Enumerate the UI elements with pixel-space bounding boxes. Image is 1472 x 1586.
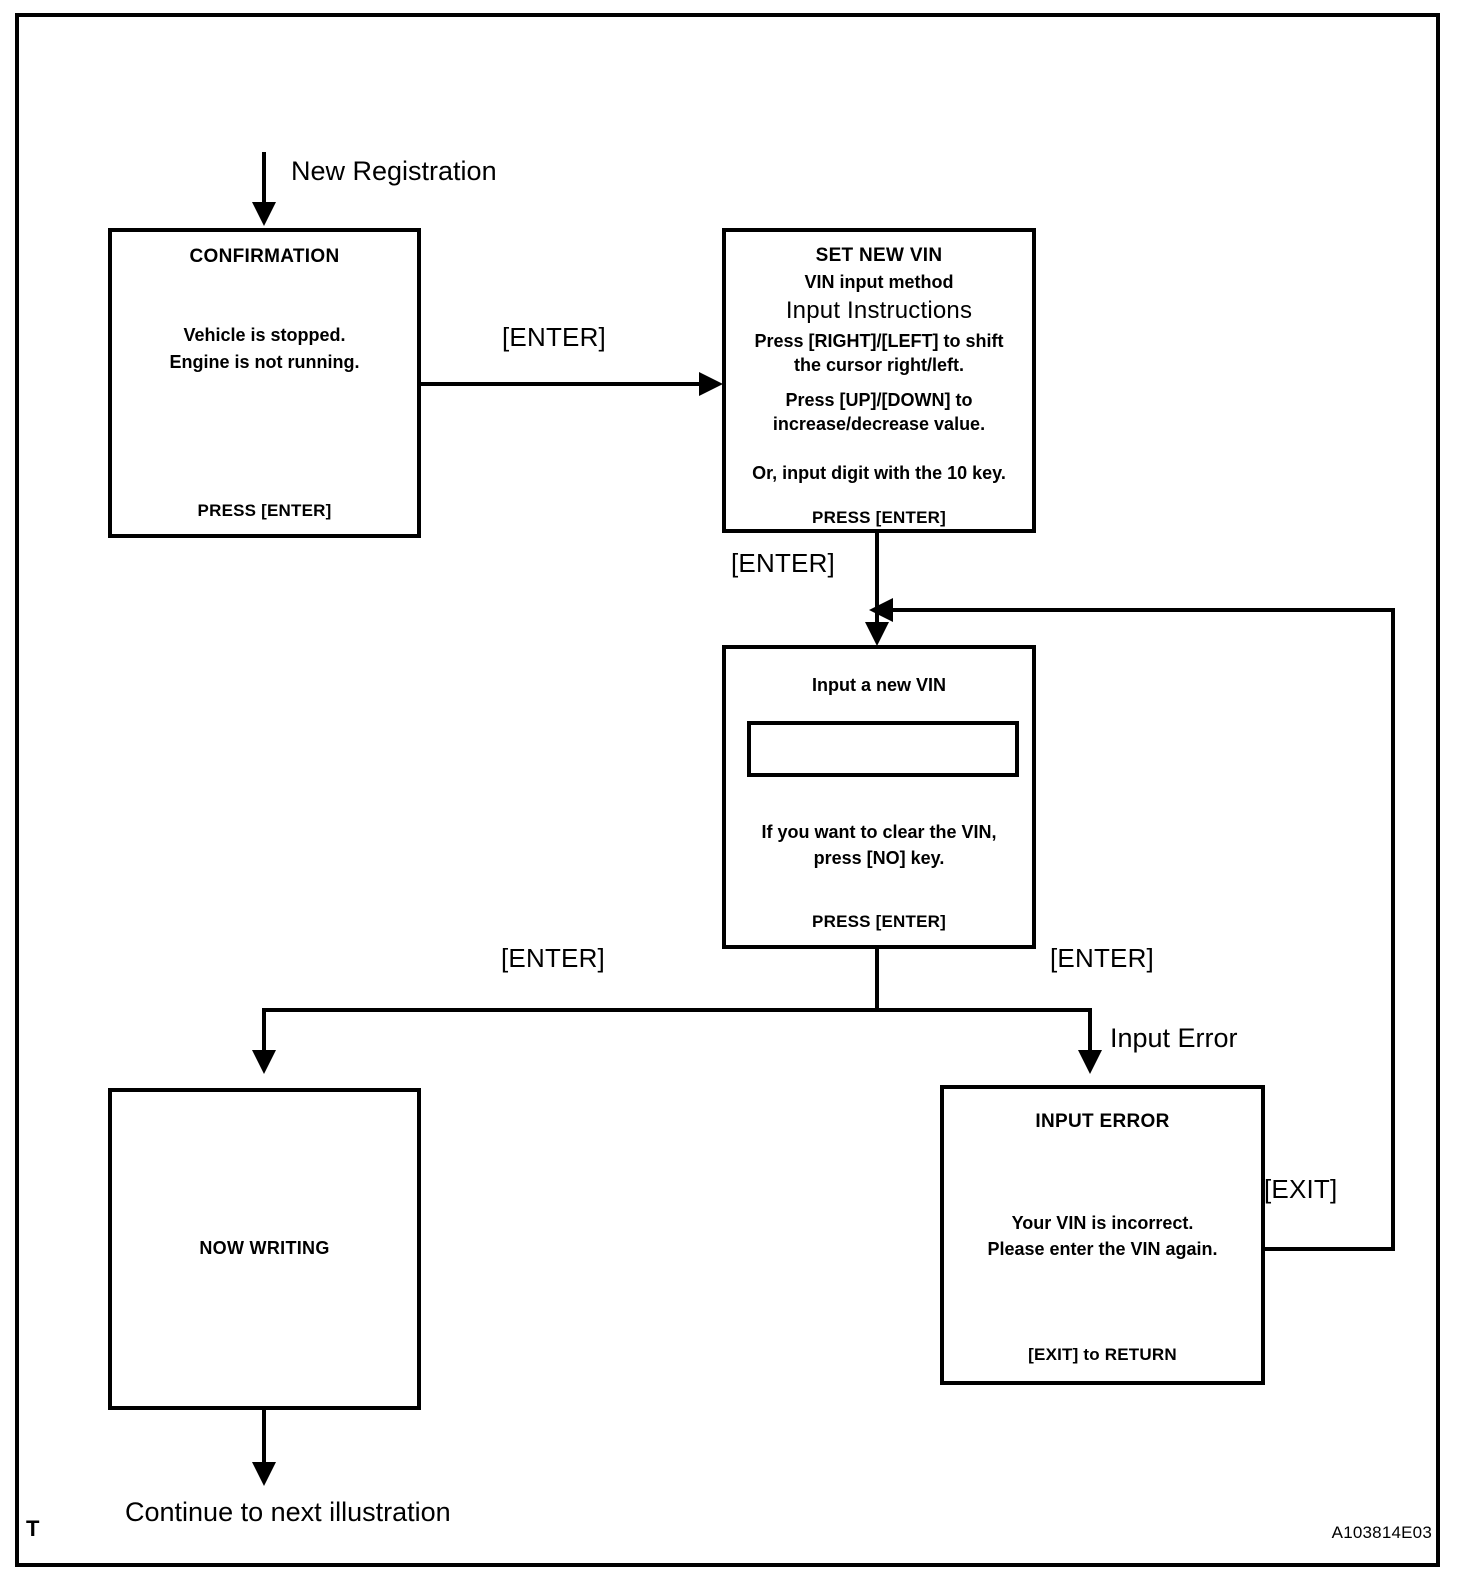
setvin-body-line4: increase/decrease value.	[772, 414, 986, 434]
input-error-body-line2: Please enter the VIN again.	[987, 1239, 1218, 1259]
entry-label: New Registration	[291, 156, 497, 186]
input-error-body-line1: Your VIN is incorrect.	[1011, 1213, 1194, 1233]
loopback-bottom-line	[1262, 1247, 1395, 1251]
confirmation-body-line1: Vehicle is stopped.	[183, 325, 346, 345]
setvin-body-line1: Press [RIGHT]/[LEFT] to shift	[754, 331, 1004, 351]
entry-arrow-line	[262, 152, 266, 206]
split-right-arrowhead	[1078, 1050, 1102, 1074]
inputvin-footer: PRESS [ENTER]	[812, 912, 946, 931]
setvin-footer: PRESS [ENTER]	[812, 508, 946, 527]
edge-label-confirm-setvin: [ENTER]	[502, 322, 606, 352]
screen-set-new-vin[interactable]: SET NEW VIN VIN input method Input Instr…	[722, 228, 1036, 533]
input-error-title: INPUT ERROR	[1035, 1111, 1170, 1132]
setvin-subtitle: VIN input method	[804, 272, 954, 292]
loopback-arrowhead	[869, 598, 893, 622]
screen-confirmation[interactable]: CONFIRMATION Vehicle is stopped. Engine …	[108, 228, 421, 538]
input-error-branch-label: Input Error	[1110, 1023, 1238, 1053]
confirmation-footer: PRESS [ENTER]	[197, 501, 332, 520]
input-error-footer: [EXIT] to RETURN	[1028, 1345, 1177, 1364]
setvin-body-line5: Or, input digit with the 10 key.	[752, 463, 1006, 483]
screen-now-writing[interactable]: NOW WRITING	[108, 1088, 421, 1410]
entry-arrow-head	[252, 202, 276, 226]
document-code: A103814E03	[1331, 1523, 1432, 1542]
exit-arrow-line	[262, 1410, 266, 1469]
edge-label-inputvin-writing: [ENTER]	[501, 943, 605, 973]
edge-setvin-inputvin-line	[875, 533, 879, 632]
inputvin-body-line1: If you want to clear the VIN,	[761, 822, 997, 842]
split-stem-line	[875, 949, 879, 1012]
confirmation-body-line2: Engine is not running.	[169, 352, 360, 372]
edge-label-error-inputvin: [EXIT]	[1264, 1174, 1338, 1204]
setvin-title: SET NEW VIN	[815, 245, 943, 266]
inputvin-title: Input a new VIN	[811, 675, 946, 695]
edge-confirm-setvin-line	[419, 382, 699, 386]
split-left-arrowhead	[252, 1050, 276, 1074]
split-right-leg-line	[1088, 1008, 1092, 1056]
inputvin-body-line2: press [NO] key.	[813, 848, 945, 868]
exit-label: Continue to next illustration	[125, 1497, 451, 1527]
edge-label-setvin-inputvin: [ENTER]	[731, 548, 835, 578]
vin-input-field[interactable]	[747, 721, 1019, 777]
split-bar-line	[262, 1008, 1092, 1012]
split-left-leg-line	[262, 1008, 266, 1056]
edge-setvin-inputvin-arrowhead	[865, 622, 889, 646]
loopback-top-line	[893, 608, 1393, 612]
setvin-heading: Input Instructions	[785, 297, 973, 324]
now-writing-title: NOW WRITING	[199, 1238, 330, 1258]
loopback-right-line	[1391, 608, 1395, 1251]
page-frame	[15, 13, 1440, 1567]
edge-label-inputvin-error: [ENTER]	[1050, 943, 1154, 973]
edge-confirm-setvin-arrowhead	[699, 372, 723, 396]
exit-arrow-head	[252, 1462, 276, 1486]
setvin-body-line3: Press [UP]/[DOWN] to	[785, 390, 973, 410]
screen-input-error[interactable]: INPUT ERROR Your VIN is incorrect. Pleas…	[940, 1085, 1265, 1385]
corner-marker: T	[26, 1516, 40, 1541]
confirmation-title: CONFIRMATION	[189, 246, 340, 267]
setvin-body-line2: the cursor right/left.	[793, 355, 964, 375]
screen-input-new-vin[interactable]: Input a new VIN If you want to clear the…	[722, 645, 1036, 949]
